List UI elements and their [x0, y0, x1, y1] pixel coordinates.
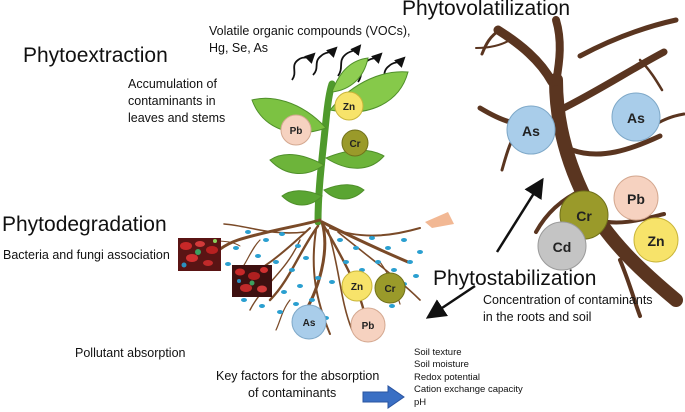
bubble-root-as-left: As	[506, 105, 556, 155]
bubble-label: Cr	[384, 284, 395, 295]
leaf	[323, 184, 365, 200]
pollutant-absorption-label: Pollutant absorption	[75, 346, 186, 360]
bubble-label: Zn	[351, 282, 363, 293]
uptake-arrow	[495, 177, 544, 253]
plant	[251, 57, 409, 226]
vapor-arrow	[312, 46, 338, 76]
bubble-soil-as: As	[291, 304, 327, 340]
factor-soil-moisture: Soil moisture	[414, 359, 469, 371]
bubble-root-as-right: As	[611, 92, 661, 142]
key-factors-list: Soil texture Soil moisture Redox potenti…	[414, 347, 523, 409]
leaf	[331, 57, 369, 93]
bubble-soil-zn: Zn	[341, 270, 373, 302]
bacteria-label: Bacteria and fungi association	[3, 248, 170, 262]
title-phytovolatilization: Phytovolatilization	[402, 0, 571, 20]
factor-ph: pH	[414, 396, 427, 408]
vapor-arrow	[337, 44, 362, 77]
bubble-leaf-cr: Cr	[341, 129, 369, 157]
bubble-root-pb: Pb	[613, 175, 659, 221]
title-phytodegradation: Phytodegradation	[2, 213, 167, 236]
vocs-line-2: Hg, Se, As	[209, 41, 269, 55]
vocs-line-1: Volatile organic compounds (VOCs),	[209, 24, 411, 38]
bubble-leaf-zn: Zn	[334, 91, 364, 121]
bubble-label: Zn	[647, 233, 664, 249]
accumulation-line-3: leaves and stems	[128, 111, 226, 125]
factor-cation-exchange-capacity: Cation exchange capacity	[414, 384, 523, 396]
factors-arrow	[362, 385, 405, 409]
bubble-label: As	[303, 318, 316, 329]
bubble-label: As	[522, 123, 540, 139]
leaf	[269, 154, 325, 175]
leaf	[281, 190, 323, 206]
factor-redox-potential: Redox potential	[414, 371, 481, 383]
bubble-label: As	[627, 110, 645, 126]
factor-soil-texture: Soil texture	[414, 347, 462, 358]
accumulation-line-1: Accumulation of	[128, 77, 217, 91]
key-factors-line-2: of contaminants	[248, 386, 337, 400]
bubble-root-cd: Cd	[537, 221, 587, 271]
vapor-arrow	[291, 52, 316, 81]
soil-tag	[425, 212, 454, 228]
bubble-label: Pb	[362, 321, 375, 332]
bubble-soil-pb: Pb	[350, 307, 386, 343]
bubble-label: Cd	[553, 239, 572, 255]
bubble-label: Pb	[290, 126, 303, 137]
bubble-label: Cr	[349, 139, 360, 150]
bubble-label: Zn	[343, 102, 355, 113]
stabilization-arrow	[425, 284, 476, 319]
concentration-line-1: Concentration of contaminants	[483, 293, 653, 307]
bubble-label: Cr	[576, 208, 592, 224]
microbe-image-2	[232, 265, 272, 297]
bubble-label: Pb	[627, 191, 645, 207]
bubble-soil-cr: Cr	[374, 272, 406, 304]
bubble-leaf-pb: Pb	[280, 114, 312, 146]
microbe-image-1	[178, 238, 221, 271]
concentration-line-2: in the roots and soil	[483, 310, 592, 324]
plant-stem	[314, 80, 336, 226]
key-factors-line-1: Key factors for the absorption	[216, 369, 380, 383]
bubble-root-zn: Zn	[633, 217, 679, 263]
title-phytoextraction: Phytoextraction	[23, 44, 168, 67]
title-phytostabilization: Phytostabilization	[433, 267, 597, 290]
large-root	[475, 16, 685, 318]
accumulation-line-2: contaminants in	[128, 94, 216, 108]
